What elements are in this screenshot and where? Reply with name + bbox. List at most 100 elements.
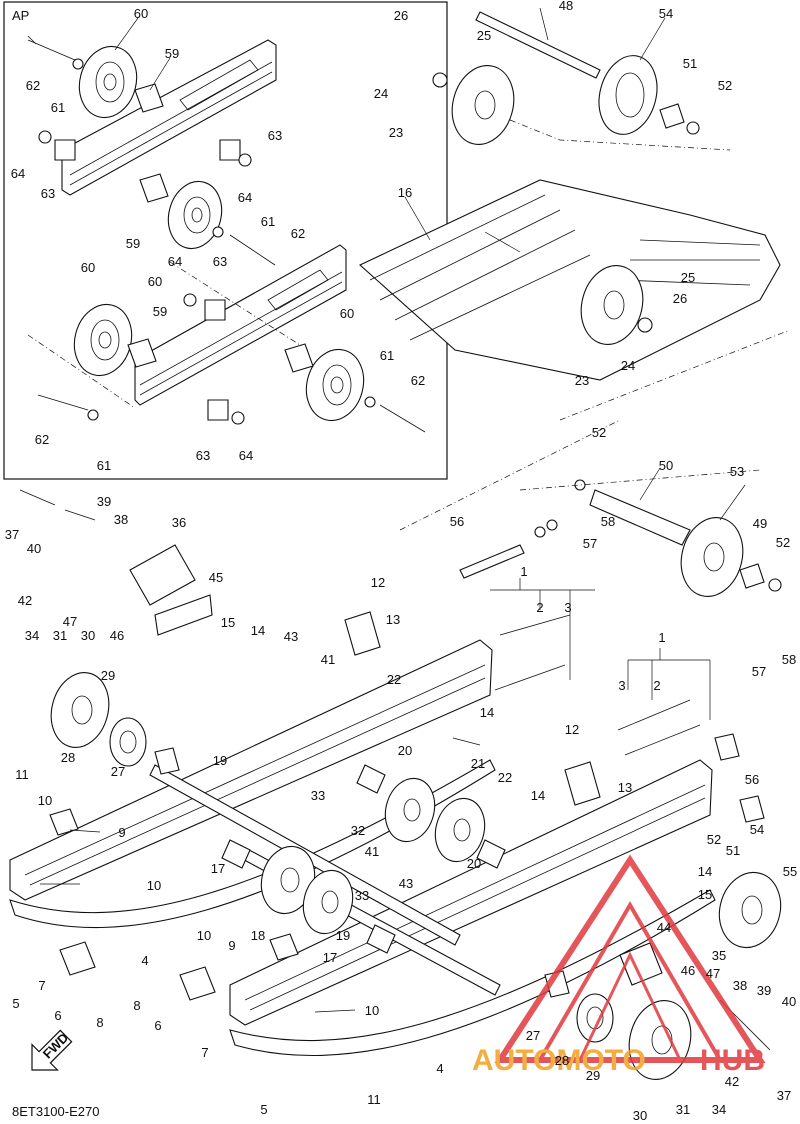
part-callout: 52 — [592, 425, 606, 440]
part-callout: 64 — [168, 254, 182, 269]
part-callout: 22 — [387, 672, 401, 687]
part-callout: 11 — [15, 767, 29, 782]
part-callout: 20 — [398, 743, 412, 758]
part-callout: 63 — [213, 254, 227, 269]
part-callout: 22 — [498, 770, 512, 785]
part-callout: 33 — [355, 888, 369, 903]
part-callout: 57 — [752, 664, 766, 679]
part-callout: 46 — [681, 963, 695, 978]
watermark-brand-a: AUTOMOTO — [472, 1044, 646, 1077]
figure-code: 8ET3100-E270 — [12, 1104, 99, 1119]
watermark-logo: AUTOMOTO HUB — [472, 854, 766, 1077]
part-callout: 62 — [291, 226, 305, 241]
collar-17a — [221, 839, 251, 869]
block-12a — [344, 611, 381, 656]
idler-wheel-60b — [167, 180, 223, 250]
wheel-54-upper — [598, 55, 658, 135]
part-callout: 40 — [27, 541, 41, 556]
part-callout: 19 — [336, 928, 350, 943]
part-callout: 18 — [251, 928, 265, 943]
part-callout: 63 — [41, 186, 55, 201]
roller-28 — [109, 717, 147, 767]
part-callout: 38 — [733, 978, 747, 993]
part-callout: 37 — [777, 1088, 791, 1103]
part-callout: 2 — [536, 600, 543, 615]
part-callout: 45 — [209, 570, 223, 585]
part-callout: 3 — [618, 678, 625, 693]
part-callout: 62 — [411, 373, 425, 388]
part-callout: 31 — [676, 1102, 690, 1117]
part-callout: 23 — [389, 125, 403, 140]
part-callout: 13 — [386, 612, 400, 627]
part-callout: 59 — [153, 304, 167, 319]
part-callout: 47 — [63, 614, 77, 629]
part-callout: 58 — [782, 652, 796, 667]
part-callout: 27 — [526, 1028, 540, 1043]
part-callout: 23 — [575, 373, 589, 388]
part-callout: 38 — [114, 512, 128, 527]
idler-wheel-60c — [73, 303, 133, 377]
part-callout: 32 — [351, 823, 365, 838]
part-callout: 61 — [380, 348, 394, 363]
part-callout: 25 — [681, 270, 695, 285]
part-callout: 50 — [659, 458, 673, 473]
part-callout: 20 — [467, 856, 481, 871]
part-callout: 28 — [555, 1053, 569, 1068]
part-callout: 56 — [745, 772, 759, 787]
collar-27a — [154, 747, 180, 775]
part-callout: 10 — [197, 928, 211, 943]
part-callout: 49 — [753, 516, 767, 531]
misc-parts — [19, 489, 771, 1051]
part-callout: 9 — [228, 938, 235, 953]
part-callout: 39 — [97, 494, 111, 509]
part-callout: 31 — [53, 628, 67, 643]
part-callout: 7 — [201, 1045, 208, 1060]
part-callout: 61 — [51, 100, 65, 115]
part-callout: 9 — [118, 825, 125, 840]
wheel-55 — [718, 871, 782, 949]
part-callout: 10 — [365, 1003, 379, 1018]
part-callout: 58 — [601, 514, 615, 529]
part-callout: 51 — [683, 56, 697, 71]
hitch-36 — [129, 544, 196, 606]
collar-54b — [739, 795, 765, 823]
part-callout: 62 — [35, 432, 49, 447]
part-callout: 6 — [54, 1008, 61, 1023]
part-callout: 24 — [621, 358, 635, 373]
part-callout: 53 — [730, 464, 744, 479]
wheel-23-lower — [580, 265, 644, 345]
part-callout: 52 — [718, 78, 732, 93]
part-callout: 24 — [374, 86, 388, 101]
part-callout: 62 — [26, 78, 40, 93]
slide-rails — [9, 639, 716, 1057]
stopper-6a — [59, 941, 96, 976]
part-callout: 28 — [61, 750, 75, 765]
part-callout: 60 — [148, 274, 162, 289]
part-callout: 26 — [673, 291, 687, 306]
part-callout: 8 — [133, 998, 140, 1013]
wheel-19 — [302, 869, 354, 935]
part-callout: 16 — [398, 185, 412, 200]
part-callout: 57 — [583, 536, 597, 551]
part-callout: 47 — [706, 966, 720, 981]
part-callout: 61 — [97, 458, 111, 473]
part-callout: 10 — [38, 793, 52, 808]
part-callout: 42 — [725, 1074, 739, 1089]
part-callout: 37 — [5, 527, 19, 542]
spacer-56b — [714, 733, 740, 761]
part-callout: 59 — [126, 236, 140, 251]
part-callout: 41 — [365, 844, 379, 859]
part-callout: 13 — [618, 780, 632, 795]
collar-20a — [356, 764, 386, 794]
inset-ap-panel: AP — [3, 1, 448, 480]
part-callout: 14 — [480, 705, 494, 720]
part-callout: 4 — [436, 1061, 443, 1076]
wheel-53 — [680, 517, 744, 597]
part-callout: 10 — [147, 878, 161, 893]
part-callout: 14 — [531, 788, 545, 803]
collar-20b — [476, 839, 506, 869]
part-callout: 64 — [238, 190, 252, 205]
part-callout: 60 — [81, 260, 95, 275]
part-callout: 55 — [783, 864, 797, 879]
block-12b — [564, 761, 601, 806]
